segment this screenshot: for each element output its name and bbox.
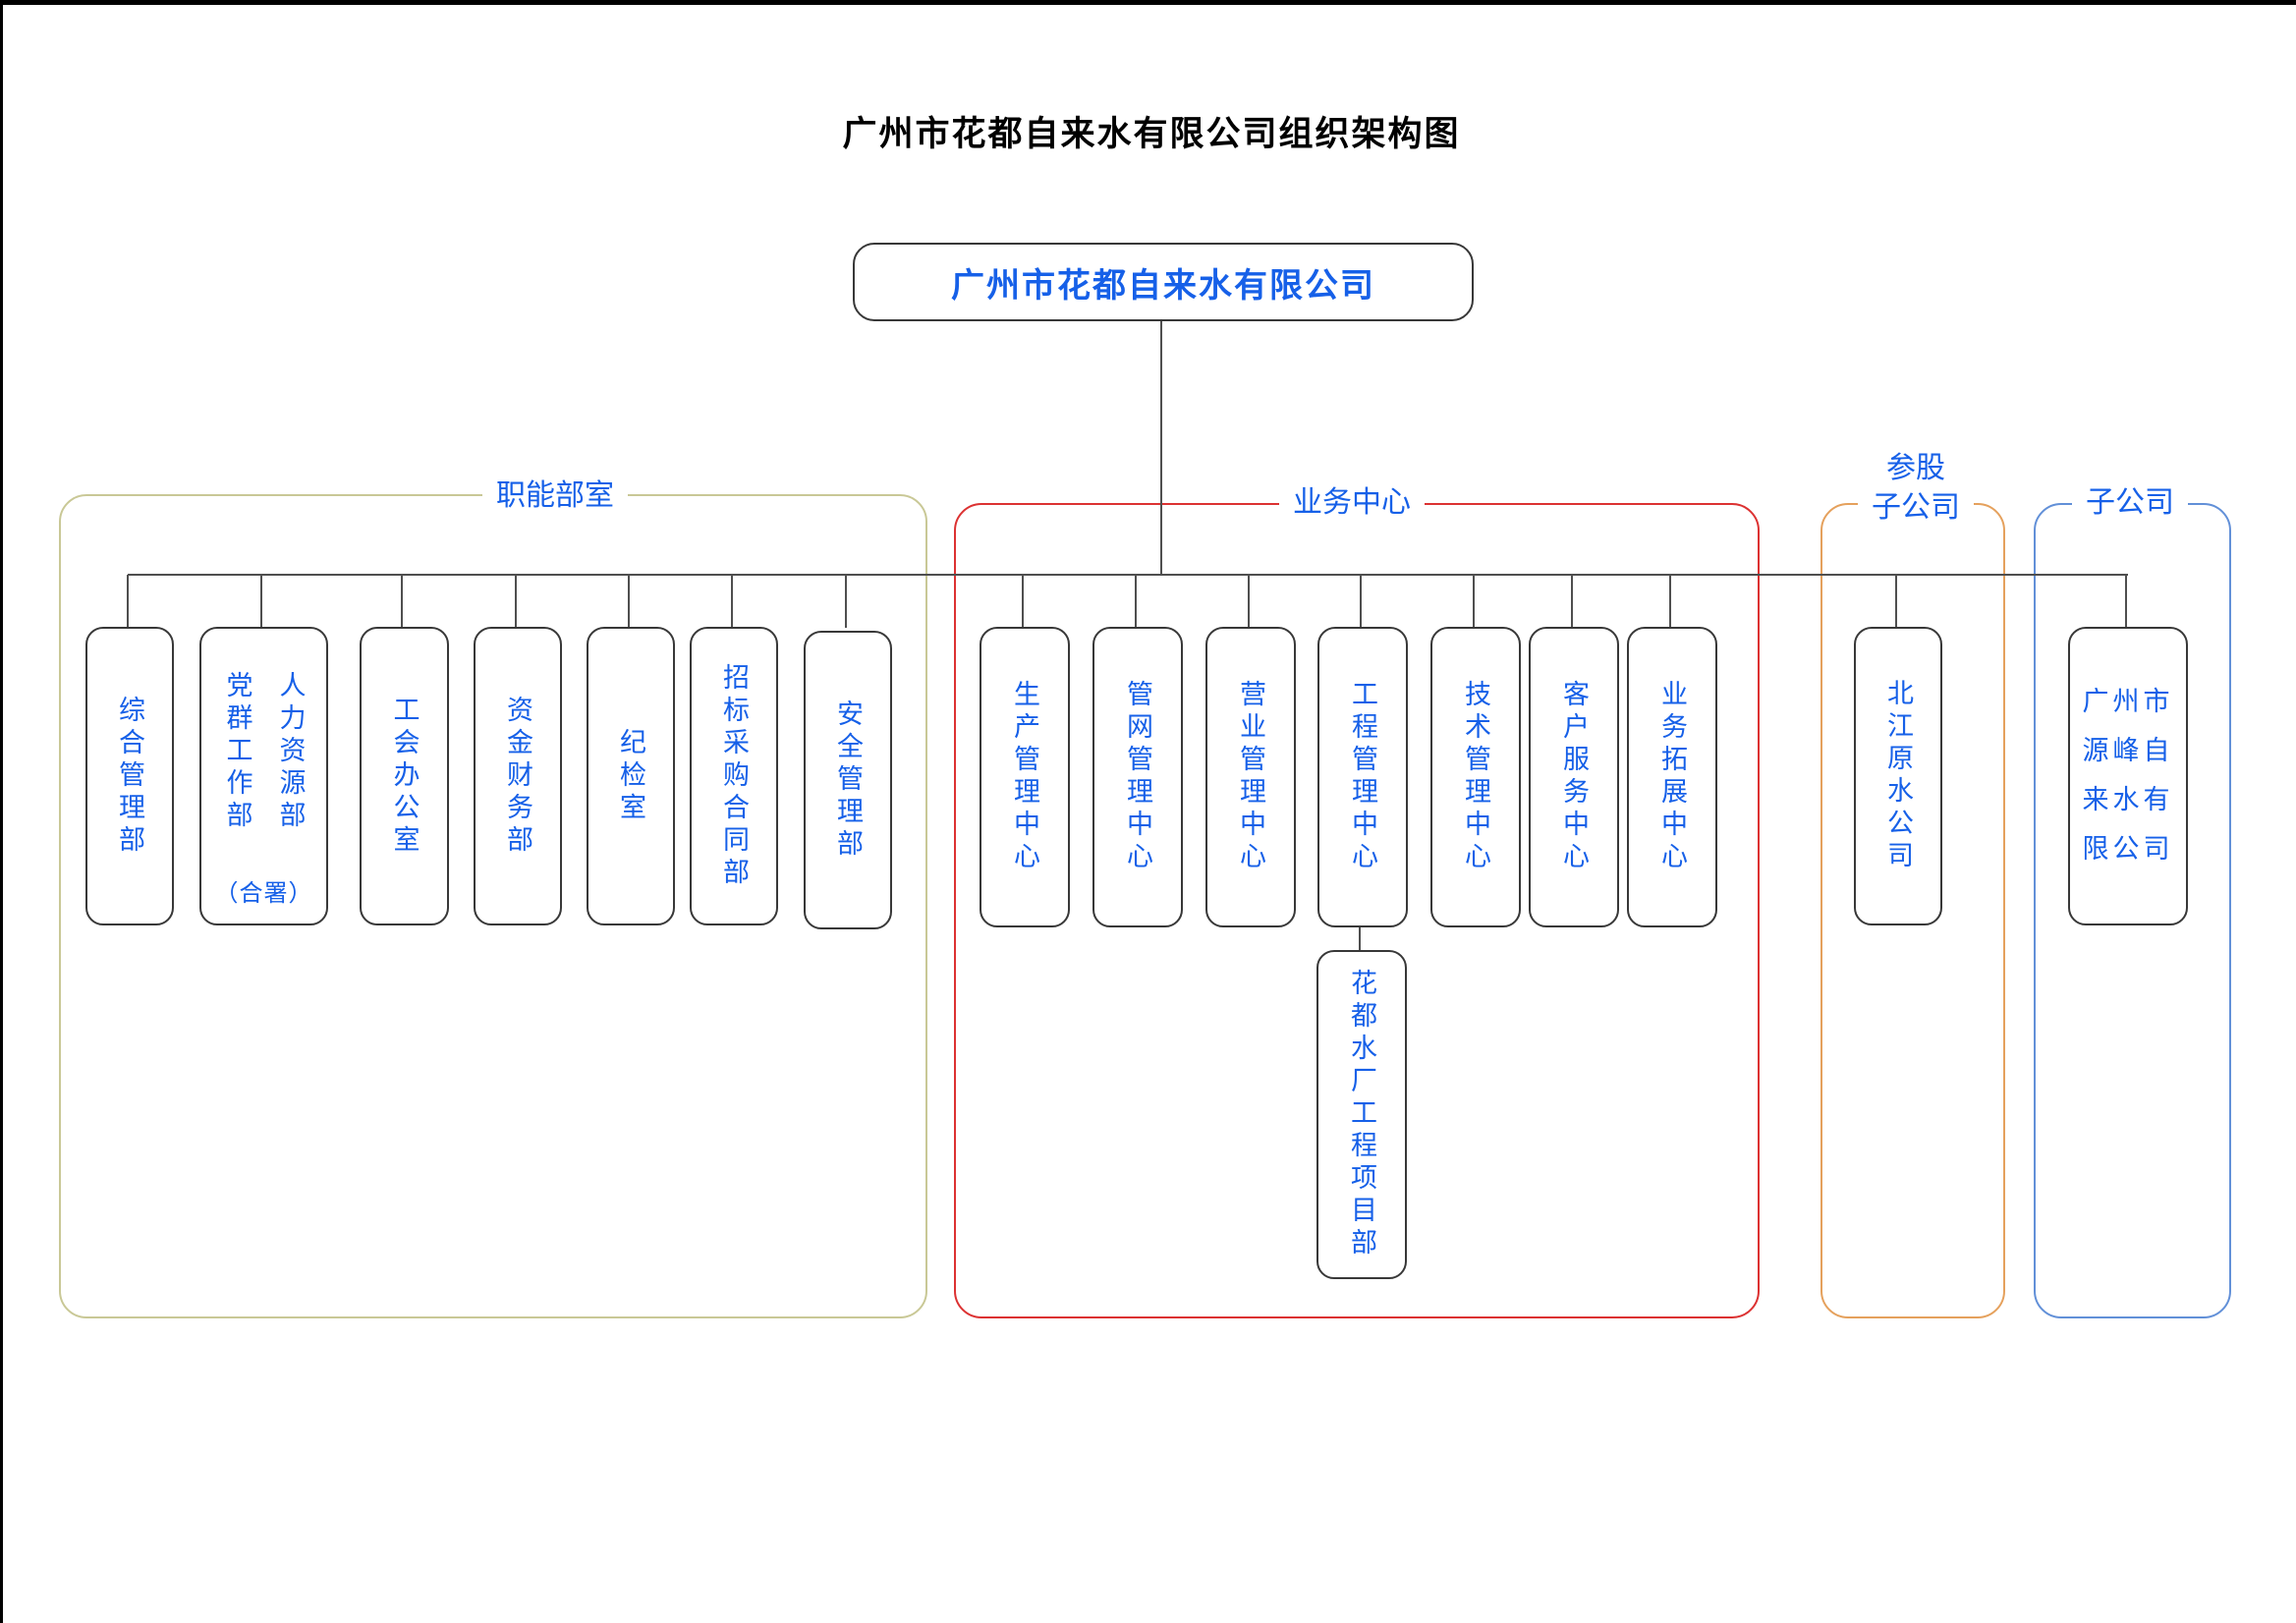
connector-drop: [1571, 575, 1573, 628]
dept-label: 工程管理中心: [1348, 680, 1377, 874]
connector-engineering-child: [1359, 922, 1361, 951]
dept-label: 业务拓展中心: [1657, 680, 1687, 874]
center-technology: 技术管理中心: [1430, 627, 1521, 927]
dept-safety-management: 安全管理部: [804, 631, 892, 929]
dept-label: 人力资源部 党群工作部: [222, 670, 306, 833]
root-company-label: 广州市花都自来水有限公司: [951, 266, 1375, 305]
group-label-functional: 职能部室: [482, 476, 628, 516]
dept-label: 技术管理中心: [1461, 680, 1490, 874]
connector-drop: [1022, 575, 1024, 628]
dept-labor-union-office: 工会办公室: [360, 627, 449, 925]
connector-drop: [1248, 575, 1250, 628]
page-edge-left: [0, 0, 3, 1623]
dept-general-management: 综合管理部: [85, 627, 174, 925]
connector-drop: [127, 575, 129, 628]
connector-root-vertical: [1160, 317, 1162, 575]
dept-label: 纪检室: [616, 727, 645, 825]
dept-label: 北江原水公司: [1883, 679, 1913, 873]
page-title: 广州市花都自来水有限公司组织架构图: [842, 115, 1461, 153]
connector-drop: [1135, 575, 1137, 628]
page-edge-top: [0, 0, 2296, 5]
center-sales: 营业管理中心: [1205, 627, 1296, 927]
connector-drop: [1473, 575, 1475, 628]
dept-label: 资金财务部: [503, 695, 532, 858]
connector-drop: [1669, 575, 1671, 628]
dept-label: 营业管理中心: [1236, 680, 1265, 874]
center-production: 生产管理中心: [980, 627, 1070, 927]
connector-drop: [845, 575, 847, 628]
company-beijiang-raw-water: 北江原水公司: [1854, 627, 1942, 925]
center-engineering: 工程管理中心: [1317, 627, 1408, 927]
dept-huadu-waterworks-project: 花都水厂工程项目部: [1316, 950, 1407, 1279]
dept-label: 工会办公室: [389, 695, 420, 858]
dept-finance: 资金财务部: [474, 627, 562, 925]
dept-label: 生产管理中心: [1010, 680, 1039, 874]
connector-drop: [515, 575, 517, 628]
company-yuanfeng-water: 广州市 源峰自 来水有 限公司: [2068, 627, 2188, 925]
group-label-business: 业务中心: [1279, 483, 1425, 523]
connector-drop: [628, 575, 630, 628]
connector-drop: [1895, 575, 1897, 628]
connector-main-horizontal: [128, 574, 2128, 576]
co-located-note: （合署）: [214, 880, 313, 907]
connector-drop: [401, 575, 403, 628]
connector-drop: [731, 575, 733, 628]
dept-label: 客户服务中心: [1559, 680, 1589, 874]
connector-drop: [260, 575, 262, 628]
connector-drop: [1360, 575, 1362, 628]
dept-label: 招标采购合同部: [719, 662, 749, 890]
dept-label: 安全管理部: [833, 699, 863, 862]
dept-label: 花都水厂工程项目部: [1347, 969, 1376, 1260]
center-business-development: 业务拓展中心: [1627, 627, 1717, 927]
root-company-box: 广州市花都自来水有限公司: [853, 243, 1474, 321]
group-label-invested: 参股 子公司: [1858, 449, 1974, 528]
center-customer-service: 客户服务中心: [1529, 627, 1619, 927]
dept-discipline-inspection: 纪检室: [587, 627, 675, 925]
connector-drop: [2125, 575, 2127, 628]
group-label-subsidiary: 子公司: [2072, 483, 2188, 523]
dept-label: 管网管理中心: [1123, 680, 1152, 874]
dept-label: 综合管理部: [115, 695, 144, 858]
dept-hr-party-mass: 人力资源部 党群工作部 （合署）: [199, 627, 328, 925]
dept-bidding-procurement-contract: 招标采购合同部: [690, 627, 778, 925]
center-pipeline-network: 管网管理中心: [1092, 627, 1183, 927]
dept-label: 广州市 源峰自 来水有 限公司: [2082, 687, 2174, 864]
